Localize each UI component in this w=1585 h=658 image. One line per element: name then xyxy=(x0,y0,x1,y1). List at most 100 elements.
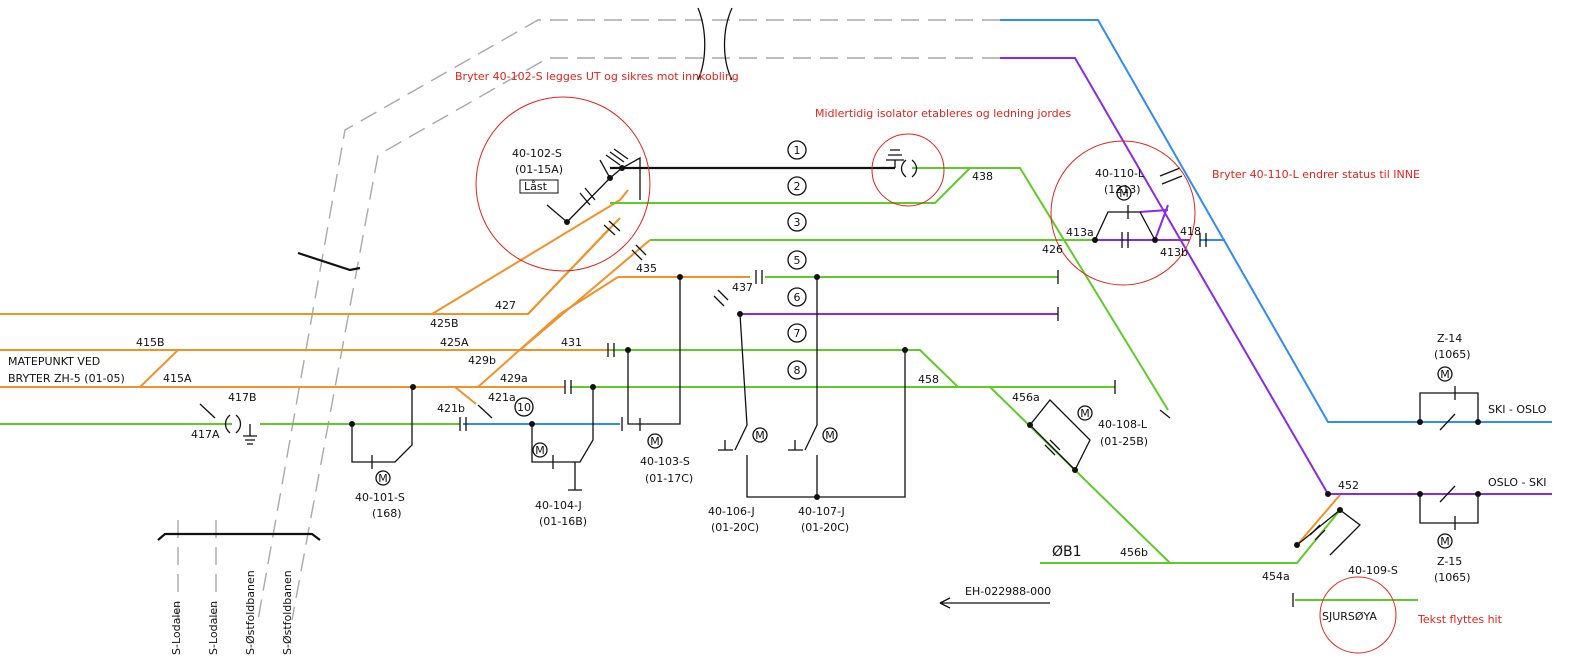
motor-icon: M xyxy=(1440,368,1450,381)
switch-labels: 40-102-S (01-15A) Låst 40-101-S (168) 40… xyxy=(355,147,1471,584)
switch-label: 40-103-S xyxy=(640,455,690,468)
track-no-10: 10 xyxy=(517,401,531,414)
switch-label: 40-102-S xyxy=(512,147,562,160)
track-no-1: 1 xyxy=(794,144,801,157)
switch-40-104-J[interactable] xyxy=(529,384,596,491)
switch-Z-14[interactable] xyxy=(1417,366,1481,431)
section-label: 421b xyxy=(437,402,465,415)
track-no-3: 3 xyxy=(794,216,801,229)
break-marks xyxy=(697,7,733,81)
section-label: 417A xyxy=(191,428,220,441)
platform-mark xyxy=(297,251,361,272)
motor-icon: M xyxy=(755,429,765,442)
switch-label: (01-20C) xyxy=(801,521,849,534)
section-label: 429a xyxy=(500,372,528,385)
switch-label: Z-14 xyxy=(1437,332,1462,345)
orange-lines xyxy=(0,189,1341,546)
track-no-2: 2 xyxy=(794,180,801,193)
track-no-6: 6 xyxy=(794,291,801,304)
track-no-7: 7 xyxy=(794,327,801,340)
annotation-circle-40-110-L xyxy=(1050,140,1196,286)
section-label: 435 xyxy=(636,262,657,275)
section-label: 431 xyxy=(561,336,582,349)
section-label: 452 xyxy=(1338,479,1359,492)
switch-label: (01-16B) xyxy=(539,515,587,528)
switch-40-106-J[interactable] xyxy=(718,311,908,498)
vertical-label: S-Lodalen xyxy=(170,601,183,655)
dashed-track-lines xyxy=(177,19,1000,621)
green-lines xyxy=(0,167,1418,601)
section-label: 413a xyxy=(1066,226,1094,239)
motor-icon: M xyxy=(1440,535,1450,548)
motor-icon: M xyxy=(378,472,388,485)
switch-label: 40-110-L xyxy=(1095,167,1145,180)
switch-label: 40-107-J xyxy=(798,505,845,518)
motor-icon: M xyxy=(650,435,660,448)
vertical-labels: S-Lodalen S-Lodalen S-Østfoldbanen S-Øst… xyxy=(170,570,294,655)
motor-symbols: M M M M M M M M M xyxy=(378,187,1450,548)
section-label: 421a xyxy=(488,391,516,404)
isolator-marks xyxy=(199,167,1294,607)
vertical-label: S-Østfoldbanen xyxy=(244,570,257,655)
switch-40-107-J[interactable] xyxy=(788,274,838,500)
motor-icon: M xyxy=(825,429,835,442)
line-label-ob1: ØB1 xyxy=(1052,544,1082,560)
switch-40-110-L[interactable] xyxy=(1092,185,1158,248)
note-midlertidig-isolator: Midlertidig isolator etableres og lednin… xyxy=(815,107,1071,120)
reference-label: EH-022988-000 xyxy=(965,585,1051,598)
switch-label: 40-109-S xyxy=(1348,564,1398,577)
annotation-circle-isolator xyxy=(871,133,945,207)
motor-icon: M xyxy=(535,444,545,457)
section-labels: 427 425B 425A 415B 415A 429b 429a 431 43… xyxy=(136,170,1359,583)
section-label: 417B xyxy=(228,391,257,404)
ground-isolator-417 xyxy=(224,414,257,445)
section-label: 438 xyxy=(972,170,993,183)
switch-label: (168) xyxy=(372,507,402,520)
arrow-left-icon xyxy=(939,597,1050,609)
note-bryter-40-102-S: Bryter 40-102-S legges UT og sikres mot … xyxy=(455,70,739,83)
switch-label: (01-25B) xyxy=(1100,435,1148,448)
switch-40-101-S[interactable] xyxy=(349,384,416,486)
section-label: 425B xyxy=(430,317,459,330)
section-label: 454a xyxy=(1262,570,1290,583)
section-label: 418 xyxy=(1180,225,1201,238)
switch-label: 40-101-S xyxy=(355,491,405,504)
feed-label-line1: MATEPUNKT VED xyxy=(8,355,100,368)
purple-line xyxy=(740,57,1552,495)
lock-label: Låst xyxy=(524,180,548,193)
section-label: 425A xyxy=(440,336,469,349)
temporary-isolator xyxy=(886,149,918,178)
switch-label: 40-106-J xyxy=(708,505,755,518)
section-label: 429b xyxy=(468,354,496,367)
section-label: 458 xyxy=(918,373,939,386)
switch-label: (01-15A) xyxy=(515,163,563,176)
section-label: 456a xyxy=(1012,391,1040,404)
vertical-label: S-Lodalen xyxy=(207,601,220,655)
blue-line xyxy=(463,19,1552,425)
section-label: 413b xyxy=(1160,246,1188,259)
track-number-circles: 1 2 3 5 6 7 8 10 xyxy=(514,140,807,417)
station-label-sjursoya: SJURSØYA xyxy=(1322,610,1377,623)
annotation-circle-sjursoya xyxy=(1319,576,1397,654)
switch-40-103-S[interactable] xyxy=(625,274,683,449)
switch-40-102-S[interactable] xyxy=(519,148,641,236)
section-label: 437 xyxy=(732,281,753,294)
switch-label: (1213) xyxy=(1104,183,1141,196)
switch-40-108-L[interactable] xyxy=(1027,399,1093,473)
platform-mark-bottom xyxy=(157,532,321,541)
section-label: 427 xyxy=(495,299,516,312)
line-label-ski-oslo: SKI - OSLO xyxy=(1488,403,1547,416)
switch-label: 40-108-L xyxy=(1098,418,1148,431)
track-no-8: 8 xyxy=(794,364,801,377)
switch-40-109-S[interactable] xyxy=(1294,507,1361,556)
section-label: 456b xyxy=(1120,546,1148,559)
line-label-oslo-ski: OSLO - SKI xyxy=(1488,476,1546,489)
switch-label: 40-104-J xyxy=(535,499,582,512)
switch-label: (1065) xyxy=(1434,348,1471,361)
switch-label: (01-17C) xyxy=(645,472,693,485)
section-label: 426 xyxy=(1042,243,1063,256)
track-no-5: 5 xyxy=(794,254,801,267)
switch-Z-15[interactable] xyxy=(1417,485,1481,549)
